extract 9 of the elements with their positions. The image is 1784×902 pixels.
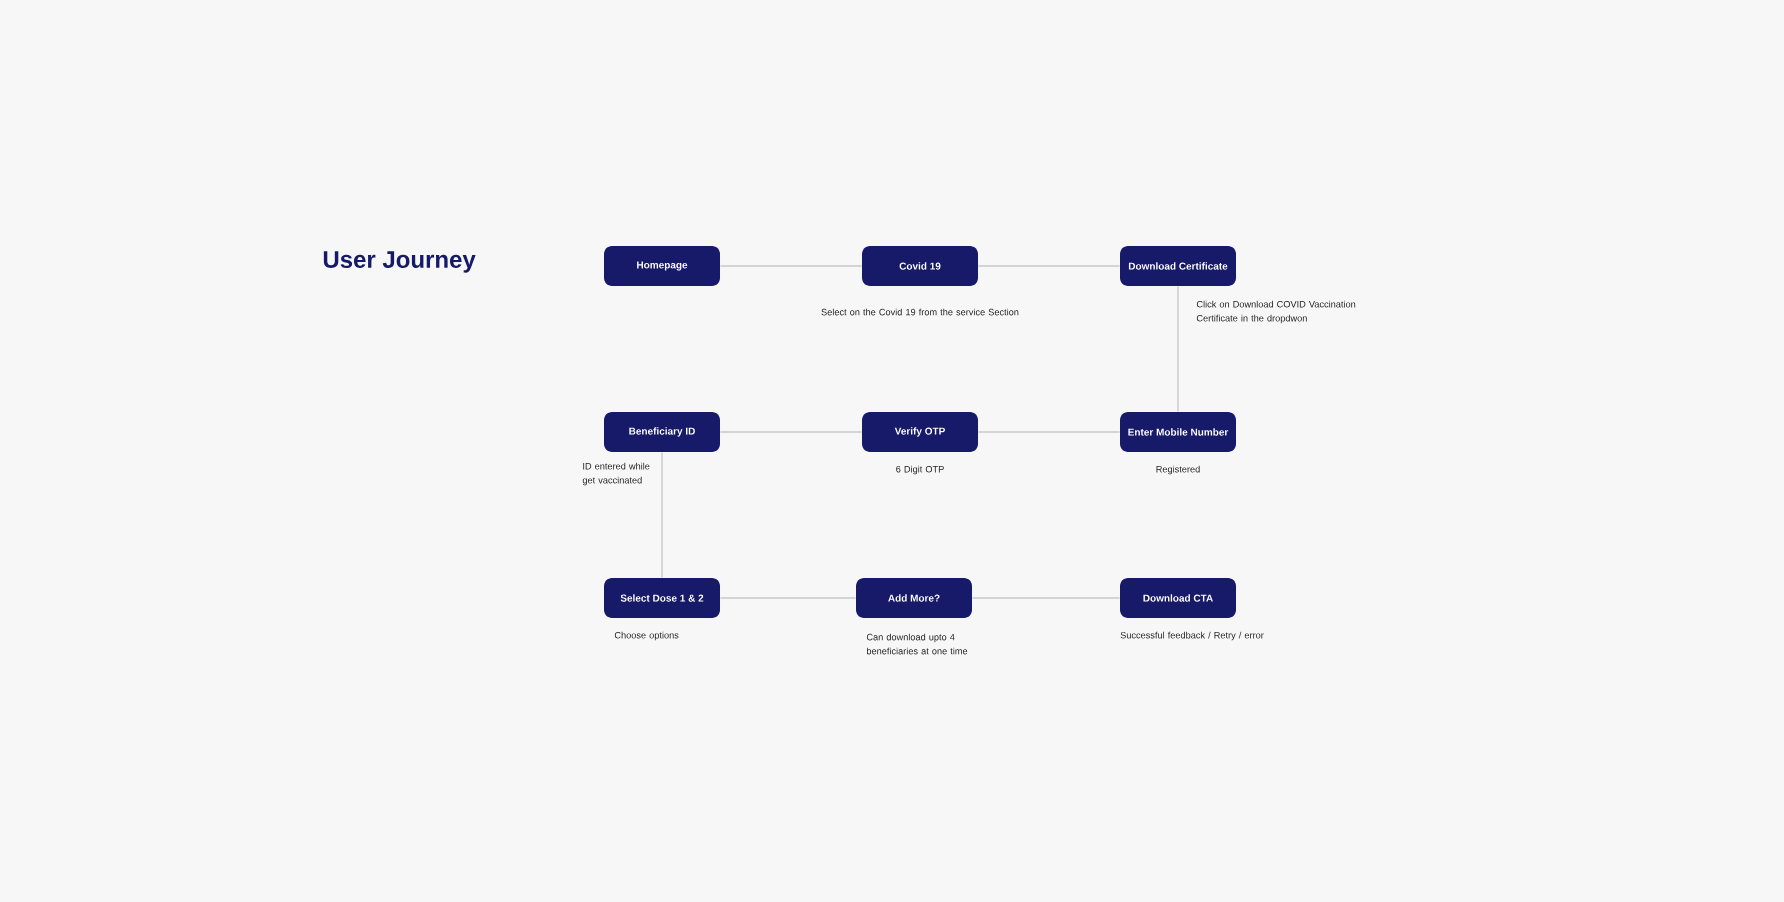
connector-line <box>719 431 863 433</box>
connector-line <box>1177 285 1179 413</box>
connector-line <box>719 597 857 599</box>
connector-line <box>719 265 863 267</box>
connector-line <box>971 597 1121 599</box>
connector-line <box>977 431 1121 433</box>
title: User Journey <box>323 251 476 273</box>
connector-line <box>661 451 663 579</box>
connector-line <box>977 265 1121 267</box>
